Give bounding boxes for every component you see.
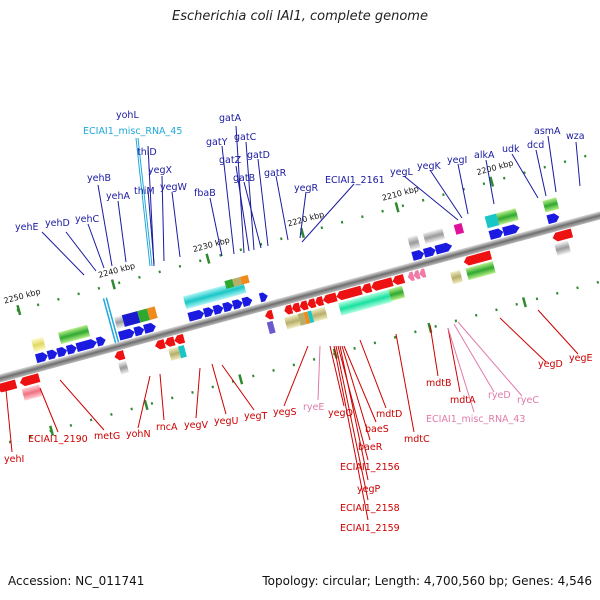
reverse-label-leaders	[5, 309, 579, 521]
gene-label: yohN	[126, 429, 151, 440]
gene-label: yegP	[357, 484, 380, 495]
gene-label: ECIAI1_2158	[340, 503, 400, 514]
gene-label: yegK	[417, 161, 441, 172]
gene-label: yegL	[390, 167, 413, 178]
gene-label: mdtC	[404, 434, 430, 445]
gene-label: gatZ	[219, 155, 242, 166]
kbp-label: 2230 kbp	[192, 236, 231, 255]
gene-label: ECIAI1_misc_RNA_43	[426, 414, 525, 425]
gene-label: gatR	[264, 168, 287, 179]
gene-label: metG	[94, 431, 120, 442]
gene-label: yegT	[244, 411, 267, 422]
rna-leader-lines	[135, 137, 153, 267]
gene-label: gatB	[233, 173, 255, 184]
gene-label: gatC	[234, 132, 257, 143]
gene-label: gatD	[247, 150, 270, 161]
gene-label: ryeD	[488, 390, 511, 401]
kbp-label: 2200 kbp	[476, 158, 515, 177]
gene-label: yegS	[273, 407, 297, 418]
gene-label: yehA	[106, 191, 130, 202]
forward-cog-blocks	[31, 197, 560, 353]
reverse-gene-arrows	[0, 228, 574, 393]
genome-summary-text: Topology: circular; Length: 4,700,560 bp…	[262, 574, 592, 588]
kbp-label: 2220 kbp	[286, 210, 325, 229]
gene-label: thiM	[134, 186, 155, 197]
gene-label: ryeE	[303, 402, 324, 413]
gene-label: yehB	[87, 173, 111, 184]
gene-label: yegD	[538, 359, 563, 370]
gene-label: mdtD	[376, 409, 402, 420]
gene-label: yehI	[4, 454, 24, 465]
rna-rev-leader-lines	[317, 321, 523, 413]
gene-label: rncA	[156, 422, 178, 433]
forward-label-leaders	[41, 125, 581, 276]
gene-label: baeR	[358, 442, 383, 453]
gene-label: yegI	[447, 155, 467, 166]
forward-rna-marks	[102, 297, 120, 344]
kbp-label: 2210 kbp	[381, 184, 420, 203]
gene-label: yohL	[116, 110, 139, 121]
gene-label: asmA	[534, 126, 561, 137]
gene-label: thiD	[137, 147, 157, 158]
gene-label: yegU	[214, 416, 238, 427]
forward-gene-arrows	[34, 213, 560, 364]
genome-backbone	[0, 198, 600, 396]
map-title: Escherichia coli IAI1, complete genome	[172, 9, 428, 24]
gene-label: mdtA	[450, 395, 476, 406]
gene-label: mdtB	[426, 378, 452, 389]
gene-label: wza	[566, 131, 585, 142]
gene-label: yehC	[75, 214, 99, 225]
gene-label: gatA	[219, 113, 242, 124]
kbp-label: 2250 kbp	[3, 287, 42, 306]
gene-label: ECIAI1_2190	[28, 434, 88, 445]
gene-label: yegV	[184, 420, 208, 431]
gene-label: yegW	[160, 182, 187, 193]
gene-label: gatY	[206, 137, 228, 148]
gene-label: fbaB	[194, 188, 216, 199]
gene-label: ECIAI1_misc_RNA_45	[83, 126, 182, 137]
gene-label: dcd	[527, 140, 544, 151]
gene-label: ECIAI1_2161	[325, 175, 385, 186]
gene-label: baeS	[365, 424, 389, 435]
gene-label: yehE	[15, 222, 39, 233]
gene-label: yehD	[45, 218, 70, 229]
gene-label: yegR	[294, 183, 318, 194]
reverse-rna-arrows	[407, 268, 427, 281]
gene-label: yegX	[148, 165, 172, 176]
gene-label: yegE	[569, 353, 593, 364]
kbp-label: 2240 kbp	[97, 261, 136, 280]
forward-gene-labels: yehE yehD yehC yehB yehA yohL ECIAI1_mis…	[15, 110, 585, 233]
reverse-cog-blocks	[21, 240, 571, 401]
reverse-gene-labels: yehI ECIAI1_2190 metG yohN rncA yegV yeg…	[4, 353, 593, 534]
gene-label: ryeC	[517, 395, 539, 406]
accession-text: Accession: NC_011741	[8, 574, 145, 588]
gene-label: ECIAI1_2156	[340, 462, 400, 473]
gene-label: ECIAI1_2159	[340, 523, 400, 534]
gene-label: alkA	[474, 150, 495, 161]
gene-label: udk	[502, 144, 520, 155]
gene-label: yegQ	[328, 408, 353, 419]
